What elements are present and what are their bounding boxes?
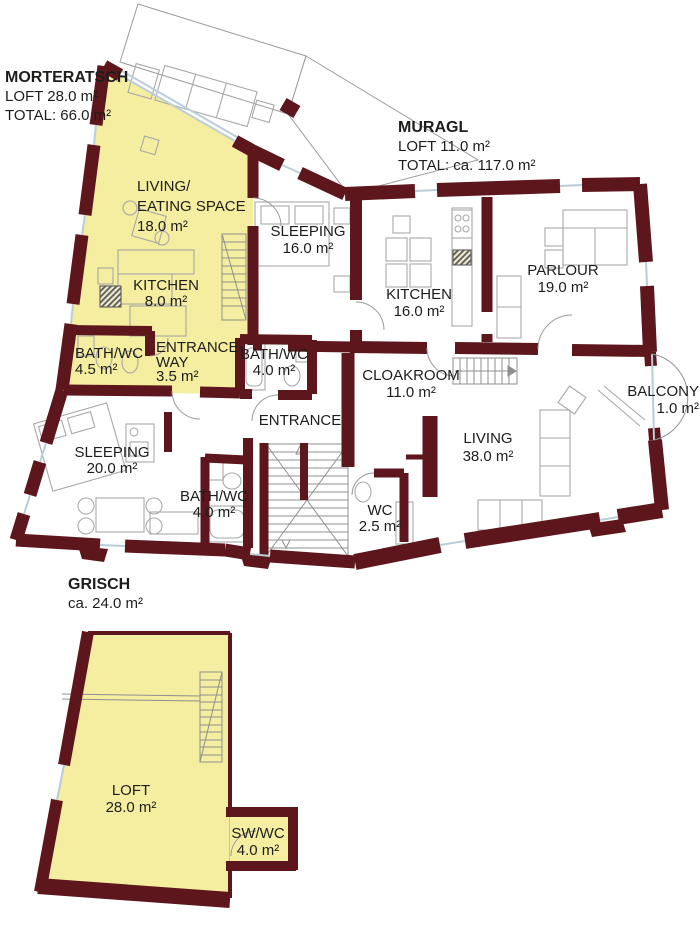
- label-entrance: ENTRANCE: [258, 412, 342, 429]
- label-loft: LOFT 28.0 m²: [105, 782, 157, 816]
- label-entrance-way: ENTRANCE- WAY 3.5 m²: [156, 339, 244, 385]
- furniture: [32, 62, 646, 545]
- terrace-outline: [119, 3, 480, 195]
- stairs-grisch: [199, 671, 223, 763]
- stairs-morteratsch: [221, 233, 247, 321]
- grisch-area: ca. 24.0 m²: [68, 595, 144, 612]
- label-sleeping-20: SLEEPING 20.0 m²: [74, 444, 150, 477]
- walls: [9, 60, 669, 908]
- muragl-loft: LOFT 11.0 m²: [398, 138, 490, 155]
- morteratsch-apartment-highlight: [62, 66, 253, 394]
- morteratsch-title: MORTERATSCH: [5, 69, 129, 86]
- balcony-arc: [651, 353, 689, 441]
- muragl-title: MURAGL: [398, 119, 469, 136]
- label-kitchen-16: KITCHEN 16.0 m²: [386, 286, 452, 320]
- label-swwc: SW/WC 4.0 m²: [231, 825, 285, 859]
- label-kitchen-8: KITCHEN 8.0 m²: [133, 277, 199, 310]
- label-living-eating: LIVING/ EATING SPACE 18.0 m²: [137, 178, 246, 235]
- stairs-cloakroom: [452, 357, 518, 385]
- grisch-title: GRISCH: [68, 576, 131, 593]
- morteratsch-loft: LOFT 28.0 m²: [5, 88, 99, 105]
- label-wc-25: WC 2.5 m²: [358, 502, 402, 535]
- morteratsch-total: TOTAL: 66.0 m²: [5, 107, 112, 124]
- swwc-room: [230, 812, 294, 867]
- grisch-gallery-edge: [61, 693, 201, 702]
- morteratsch-header: MORTERATSCH LOFT 28.0 m² TOTAL: 66.0 m²: [5, 68, 128, 125]
- label-bath-40-lower: BATH/WC 4.0 m²: [179, 488, 249, 521]
- label-bath-45: BATH/WC 4.5 m²: [75, 345, 144, 378]
- muragl-header: MURAGL LOFT 11.0 m² TOTAL: ca. 117.0 m²: [398, 118, 536, 175]
- label-balcony: BALCONY 1.0 m²: [627, 383, 699, 417]
- label-cloakroom: CLOAKROOM 11.0 m²: [362, 367, 460, 401]
- muragl-total: TOTAL: ca. 117.0 m²: [398, 157, 536, 174]
- label-sleeping-16: SLEEPING 16.0 m²: [270, 223, 346, 257]
- label-living-38: LIVING 38.0 m²: [462, 430, 514, 465]
- label-parlour: PARLOUR 19.0 m²: [527, 262, 599, 296]
- grisch-header: GRISCH ca. 24.0 m²: [68, 575, 143, 613]
- windows: [23, 70, 655, 801]
- door-arcs: [149, 197, 573, 857]
- stairs: [61, 233, 518, 763]
- label-bath-40-muragl: BATH/WC 4.0 m²: [239, 346, 309, 379]
